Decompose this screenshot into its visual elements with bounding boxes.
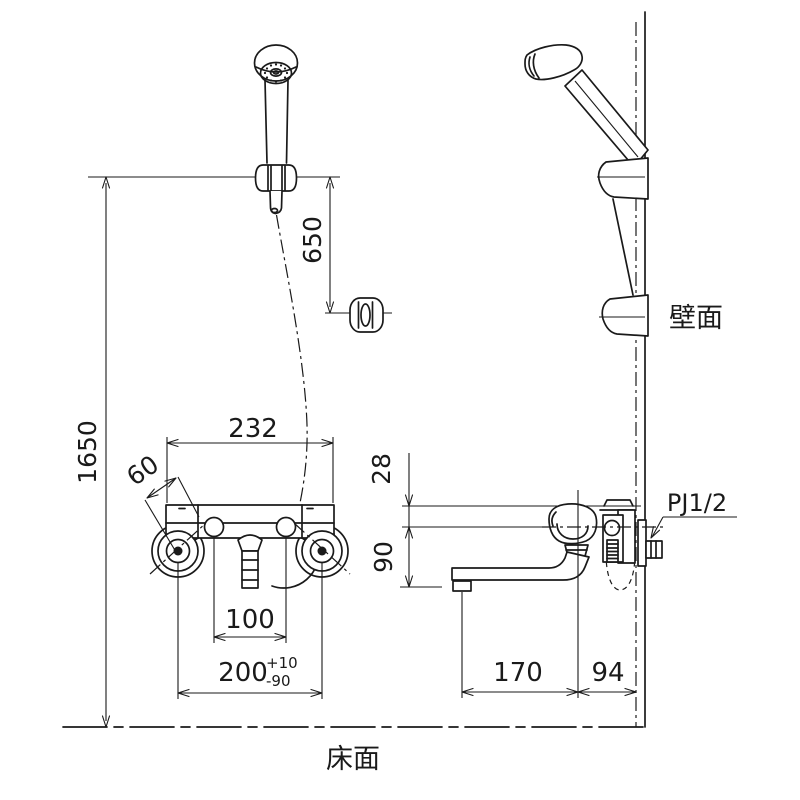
reference-lines xyxy=(62,11,646,728)
dim-spout-reach: 170 xyxy=(493,658,543,688)
label-floor: 床面 xyxy=(326,744,380,775)
dim-body-width: 232 xyxy=(228,414,278,444)
side-view xyxy=(400,44,737,698)
dim-hanger-offset: 650 xyxy=(298,216,327,264)
dim-valve-diameter: 60 xyxy=(121,450,164,492)
upper-hanger-side xyxy=(597,157,649,200)
lower-hanger-front xyxy=(325,297,392,333)
head-face-line-1 xyxy=(528,56,535,77)
right-union-circle xyxy=(275,516,297,538)
lower-hook-side xyxy=(601,294,649,337)
spray-holes xyxy=(263,63,289,83)
shower-handle-left-edge xyxy=(264,79,268,164)
faucet-front xyxy=(149,504,351,589)
front-view xyxy=(101,44,392,728)
hose-side xyxy=(612,198,634,296)
label-wall: 壁面 xyxy=(669,303,723,334)
left-union-circle xyxy=(203,516,225,538)
shower-face-center-inner xyxy=(272,70,280,75)
shower-handle-fill xyxy=(265,80,288,163)
front-dimensions xyxy=(101,176,335,728)
dim-pipe-pitch: 100 xyxy=(225,605,275,635)
hanger-opening xyxy=(360,303,371,327)
pj-nut xyxy=(645,540,663,559)
hand-shower-side xyxy=(524,44,649,168)
body-rect xyxy=(165,504,335,539)
dim-mount-tol-minus: -90 xyxy=(266,672,291,690)
dim-total-height: 1650 xyxy=(73,420,102,484)
label-pipe-joint: PJ1/2 xyxy=(667,489,727,517)
shower-hose-centerline xyxy=(275,214,308,504)
adjust-spindle xyxy=(606,539,619,563)
left-leg-screw xyxy=(173,546,183,556)
body-top-step xyxy=(603,499,634,507)
hand-shower-front xyxy=(253,44,299,215)
shower-face xyxy=(259,61,293,85)
handle-grip-notch xyxy=(556,523,589,540)
handle-side xyxy=(548,503,598,545)
faucet-side xyxy=(402,490,664,698)
shower-holder-front xyxy=(254,164,298,192)
dim-mount-pitch: 200 xyxy=(218,658,268,688)
adapter-dome xyxy=(237,534,263,552)
shower-head-rim xyxy=(255,66,297,73)
shower-head-side xyxy=(524,44,584,81)
pj-leader xyxy=(650,516,737,539)
hidden-elbow-arc xyxy=(605,552,636,591)
dim-wall-clearance: 94 xyxy=(591,658,624,688)
shower-face-center xyxy=(269,68,283,77)
handle-inner-arc xyxy=(551,511,557,527)
head-face-line-2 xyxy=(532,53,540,79)
spout-side xyxy=(451,551,590,581)
dim-top-clearance: 28 xyxy=(367,453,396,485)
dim-spout-drop: 90 xyxy=(369,541,398,573)
spout-adapter xyxy=(237,534,263,589)
hanger-body xyxy=(349,297,384,333)
dim-mount-tol-plus: +10 xyxy=(266,654,298,672)
right-leg-screw xyxy=(317,546,327,556)
tube-tip xyxy=(270,207,279,214)
shower-handle-right-edge xyxy=(285,79,289,164)
side-dimensions xyxy=(400,453,637,698)
spout-aerator xyxy=(452,580,472,592)
check-ball xyxy=(603,519,621,537)
shower-handle-side-seam xyxy=(574,80,639,158)
